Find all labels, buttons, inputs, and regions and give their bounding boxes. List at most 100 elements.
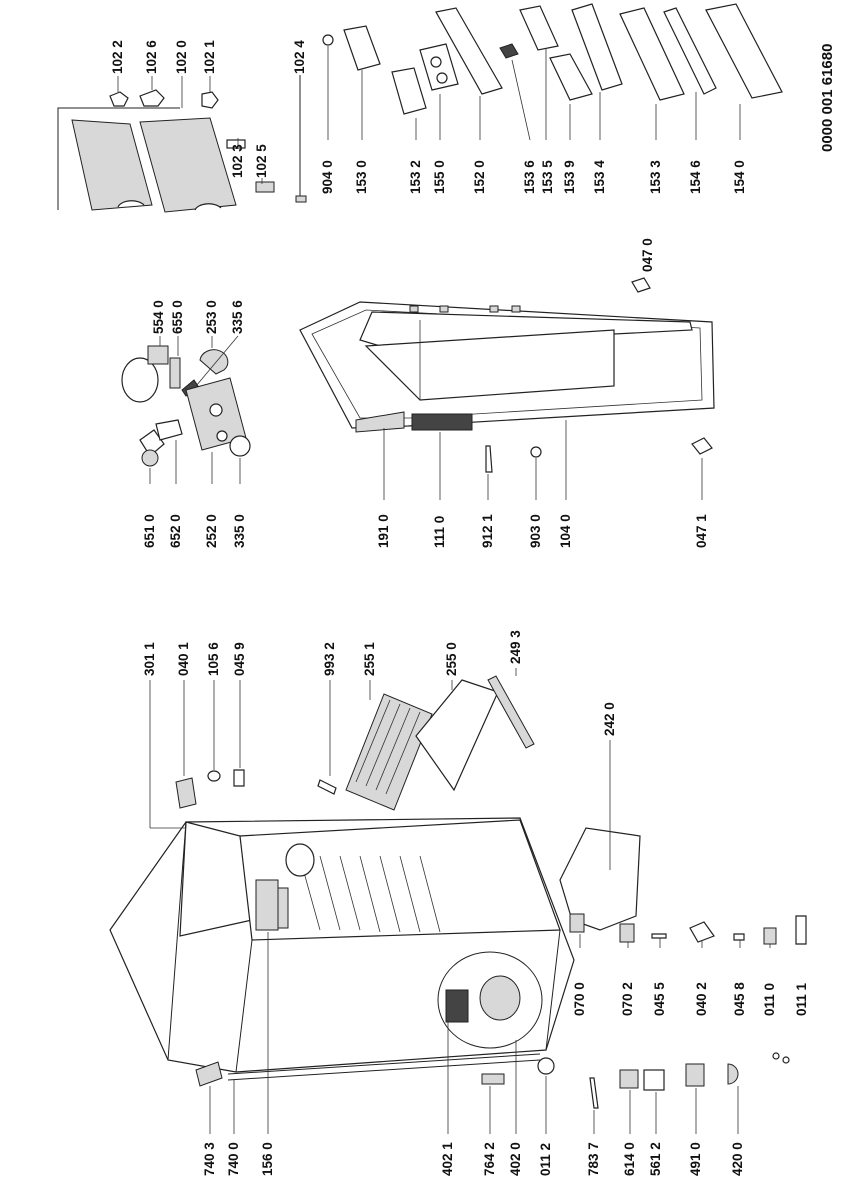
glass-shelf-2550-icon bbox=[415, 679, 499, 792]
sleeve-0112-icon bbox=[537, 1057, 555, 1075]
pin-0459-icon bbox=[233, 769, 245, 787]
label-1040: 104 0 bbox=[558, 514, 573, 548]
clip-1021-icon bbox=[201, 91, 219, 109]
label-1056: 105 6 bbox=[206, 642, 221, 676]
label-0459: 045 9 bbox=[232, 642, 247, 676]
label-0458: 045 8 bbox=[732, 982, 747, 1016]
label-0470: 047 0 bbox=[640, 238, 655, 272]
thermostat-group bbox=[121, 335, 251, 484]
label-1530: 153 0 bbox=[354, 160, 369, 194]
grommet-9040-icon bbox=[322, 34, 334, 46]
filter-1560-icon bbox=[255, 879, 279, 931]
cover-4910-icon bbox=[685, 1063, 705, 1087]
door-shelves-group bbox=[322, 3, 783, 141]
label-0702: 070 2 bbox=[620, 982, 635, 1016]
label-7642: 764 2 bbox=[482, 1142, 497, 1176]
bracket-0111-icon bbox=[795, 915, 807, 945]
freezer-door-group bbox=[57, 75, 307, 213]
compressor-detail bbox=[437, 951, 543, 1049]
label-0111: 011 1 bbox=[794, 982, 809, 1016]
label-1021: 102 1 bbox=[202, 40, 217, 74]
switch-6550-icon bbox=[169, 357, 181, 389]
freezer-panel-right bbox=[139, 117, 237, 213]
hinge-0401-icon bbox=[175, 777, 197, 809]
label-7400: 740 0 bbox=[226, 1142, 241, 1176]
label-7837: 783 7 bbox=[586, 1142, 601, 1176]
label-1022: 102 2 bbox=[110, 40, 125, 74]
label-0110: 011 0 bbox=[762, 982, 777, 1016]
clip-1026-icon bbox=[139, 89, 165, 107]
clip-1536-icon bbox=[499, 43, 519, 59]
sensor-9932-icon bbox=[317, 779, 337, 795]
label-1023: 102 3 bbox=[230, 144, 245, 178]
label-1110: 111 0 bbox=[432, 515, 447, 548]
label-7403: 740 3 bbox=[202, 1142, 217, 1176]
lamp-cover-5540-icon bbox=[121, 357, 159, 403]
label-3350: 335 0 bbox=[232, 514, 247, 548]
door-assembly bbox=[299, 277, 715, 500]
label-1560: 156 0 bbox=[260, 1142, 275, 1176]
label-1020: 102 0 bbox=[174, 40, 189, 74]
label-5540: 554 0 bbox=[151, 300, 166, 334]
label-2493: 249 3 bbox=[508, 630, 523, 664]
relay-5612-icon bbox=[643, 1069, 665, 1091]
label-1535: 153 5 bbox=[540, 160, 555, 194]
label-3011: 301 1 bbox=[142, 642, 157, 676]
label-2530: 253 0 bbox=[204, 300, 219, 334]
label-2520: 252 0 bbox=[204, 514, 219, 548]
rail-1546-icon bbox=[663, 7, 717, 95]
spring-3356-icon bbox=[181, 379, 199, 397]
shelf-1534-icon bbox=[571, 3, 623, 91]
label-0402: 040 2 bbox=[694, 982, 709, 1016]
label-1534: 153 4 bbox=[592, 160, 607, 194]
hinge-cap-0471-icon bbox=[691, 437, 713, 455]
clip-7403-icon bbox=[195, 1061, 223, 1087]
label-3356: 335 6 bbox=[230, 300, 245, 334]
holder-6520-icon bbox=[155, 419, 183, 441]
label-1546: 154 6 bbox=[688, 160, 703, 194]
label-9030: 903 0 bbox=[528, 514, 543, 548]
shelf-1533-icon bbox=[619, 7, 685, 101]
foot-0702-icon bbox=[619, 923, 635, 943]
label-2550: 255 0 bbox=[444, 642, 459, 676]
label-1536: 153 6 bbox=[522, 160, 537, 194]
egg-tray-1532-icon bbox=[391, 67, 427, 115]
label-1532: 153 2 bbox=[408, 160, 423, 194]
label-1024: 102 4 bbox=[292, 40, 307, 74]
label-0455: 045 5 bbox=[652, 982, 667, 1016]
label-6140: 614 0 bbox=[622, 1142, 637, 1176]
label-5612: 561 2 bbox=[648, 1142, 663, 1176]
hinge-0402-icon bbox=[689, 921, 715, 943]
shelf-1539-icon bbox=[549, 53, 593, 101]
shelf-2551-icon bbox=[345, 693, 433, 811]
sensor-7837-icon bbox=[589, 1077, 599, 1109]
label-9932: 993 2 bbox=[322, 642, 337, 676]
label-1026: 102 6 bbox=[144, 40, 159, 74]
fridge-cabinet bbox=[109, 817, 641, 1081]
cabinet-top-parts bbox=[149, 668, 611, 870]
label-1540: 154 0 bbox=[732, 160, 747, 194]
foot-0700-icon bbox=[569, 913, 585, 933]
label-0700: 070 0 bbox=[572, 982, 587, 1016]
knob-3350-icon bbox=[229, 435, 251, 457]
label-1539: 153 9 bbox=[562, 160, 577, 194]
shelf-1535-icon bbox=[519, 5, 559, 51]
label-6510: 651 0 bbox=[142, 514, 157, 548]
cabinet-left-parts bbox=[195, 879, 790, 1134]
label-1910: 191 0 bbox=[376, 514, 391, 548]
screw-9121-icon bbox=[485, 445, 493, 473]
door-shelf-1520-icon bbox=[435, 7, 503, 95]
cabinet-bottom-parts bbox=[569, 913, 807, 948]
foot-0110-icon bbox=[763, 927, 777, 945]
label-1025: 102 5 bbox=[254, 144, 269, 178]
label-2420: 242 0 bbox=[602, 702, 617, 736]
label-1533: 153 3 bbox=[648, 160, 663, 194]
label-6550: 655 0 bbox=[170, 300, 185, 334]
label-0112: 011 2 bbox=[538, 1142, 553, 1176]
label-6520: 652 0 bbox=[168, 514, 183, 548]
label-4020: 402 0 bbox=[508, 1142, 523, 1176]
label-4910: 491 0 bbox=[688, 1142, 703, 1176]
label-4021: 402 1 bbox=[440, 1142, 455, 1176]
